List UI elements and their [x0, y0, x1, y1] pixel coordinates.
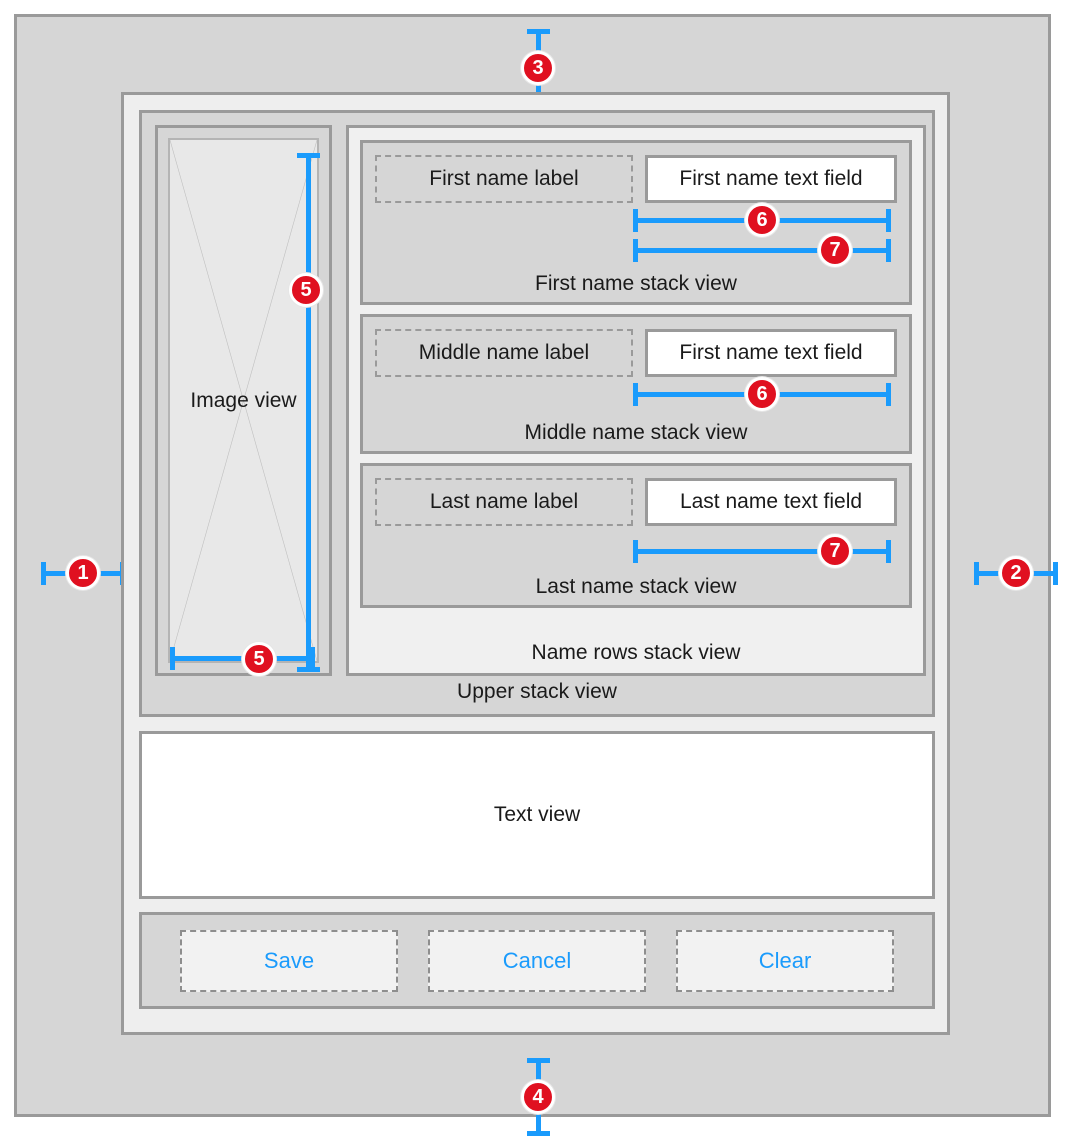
badge-middle-name-6[interactable]: 6: [745, 377, 779, 411]
first-name-text-field[interactable]: First name text field: [645, 155, 897, 203]
save-button[interactable]: Save: [180, 929, 398, 992]
constraint-marker-bottom[interactable]: 4: [521, 1058, 555, 1136]
first-name-stack-caption: First name stack view: [535, 272, 737, 295]
image-height-measure-line: [297, 153, 320, 672]
clear-button[interactable]: Clear: [676, 929, 894, 992]
last-name-row-inner: Last name label Last name text field: [375, 478, 897, 526]
constraint-marker-trailing[interactable]: 2: [974, 556, 1058, 590]
first-name-label: First name label: [375, 155, 633, 203]
middle-name-stack-caption: Middle name stack view: [524, 421, 748, 444]
first-name-measure-line-7: [633, 239, 891, 262]
first-name-stack-view[interactable]: First name label First name text field 6…: [360, 140, 912, 305]
middle-name-label: Middle name label: [375, 329, 633, 377]
middle-name-row-inner: Middle name label First name text field: [375, 329, 897, 377]
field-spacer: [633, 478, 645, 526]
middle-name-text-field[interactable]: First name text field: [645, 329, 897, 377]
placeholder-cross-icon: [170, 140, 317, 661]
badge-first-name-7[interactable]: 7: [818, 233, 852, 267]
badge-bottom[interactable]: 4: [521, 1080, 555, 1114]
image-view-container[interactable]: Image view 5 5: [155, 125, 332, 676]
last-name-label: Last name label: [375, 478, 633, 526]
root-canvas: 1 2 3 4 Image view: [14, 14, 1058, 1136]
last-name-stack-caption: Last name stack view: [535, 575, 737, 598]
name-rows-stack-caption: Name rows stack view: [531, 641, 741, 664]
cancel-button[interactable]: Cancel: [428, 929, 646, 992]
badge-image-height[interactable]: 5: [289, 273, 323, 307]
badge-first-name-6[interactable]: 6: [745, 203, 779, 237]
content-container: Image view 5 5 First name label First na…: [121, 92, 950, 1035]
constraint-marker-leading[interactable]: 1: [41, 556, 125, 590]
upper-stack-caption: Upper stack view: [457, 680, 617, 703]
middle-name-stack-view[interactable]: Middle name label First name text field …: [360, 314, 912, 454]
text-view-label: Text view: [493, 803, 581, 826]
badge-top[interactable]: 3: [521, 51, 555, 85]
last-name-text-field[interactable]: Last name text field: [645, 478, 897, 526]
field-spacer: [633, 155, 645, 203]
image-view[interactable]: Image view: [168, 138, 319, 663]
badge-leading[interactable]: 1: [66, 556, 100, 590]
badge-last-name-7[interactable]: 7: [818, 534, 852, 568]
first-name-row-inner: First name label First name text field: [375, 155, 897, 203]
badge-image-width[interactable]: 5: [242, 642, 276, 676]
last-name-measure-line-7: [633, 540, 891, 563]
field-spacer: [633, 329, 645, 377]
button-stack-view: Save Cancel Clear: [139, 912, 935, 1009]
name-rows-stack-view[interactable]: First name label First name text field 6…: [346, 125, 926, 676]
constraint-marker-top[interactable]: 3: [521, 29, 555, 107]
image-view-label: Image view: [190, 388, 297, 412]
upper-stack-view[interactable]: Image view 5 5 First name label First na…: [139, 110, 935, 717]
badge-trailing[interactable]: 2: [999, 556, 1033, 590]
last-name-stack-view[interactable]: Last name label Last name text field 7 L…: [360, 463, 912, 608]
text-view[interactable]: Text view: [139, 731, 935, 899]
